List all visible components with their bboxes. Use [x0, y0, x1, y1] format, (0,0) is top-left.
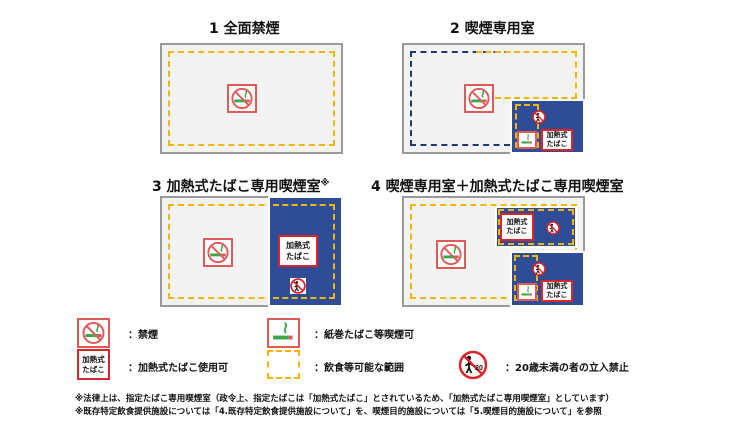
- panel-1-food-area: [168, 51, 335, 146]
- no-smoking-icon: [227, 84, 257, 113]
- panel-2-title: 2 喫煙専用室: [450, 21, 535, 37]
- legend-cigarette-icon: [267, 318, 300, 348]
- no-smoking-icon: [436, 240, 466, 269]
- panel-4-title: 4 喫煙専用室＋加熱式たばこ専用喫煙室: [371, 179, 624, 195]
- no-under-20-icon: [532, 110, 546, 124]
- no-under-20-icon: [290, 278, 306, 294]
- legend-heated-tobacco-label: ：加熱式たばこ使用可: [128, 363, 228, 374]
- panel-4-heated-room-food-area: [498, 209, 574, 245]
- no-smoking-icon: [464, 84, 494, 113]
- panel-2-food-area: [476, 51, 577, 99]
- legend-cigarette-label: ：紙巻たばこ等喫煙可: [314, 330, 414, 341]
- cigarette-icon: [517, 131, 537, 149]
- panel-1-title: 1 全面禁煙: [209, 21, 280, 37]
- legend-no-under-20-icon: 20: [458, 350, 488, 380]
- heated-tobacco-sign: 加熱式たばこ: [278, 235, 318, 267]
- legend-no-smoking-label: ：禁煙: [128, 330, 158, 341]
- heated-tobacco-sign: 加熱式たばこ: [500, 213, 534, 241]
- legend-heated-tobacco-sign: 加熱式たばこ: [77, 349, 110, 380]
- svg-text:20: 20: [475, 365, 483, 372]
- no-under-20-icon: [546, 221, 560, 235]
- panel-3-room-food-area: [273, 204, 335, 299]
- legend-no-smoking-icon: [77, 318, 110, 348]
- no-smoking-icon: [203, 238, 233, 267]
- legend-no-under-20-label: ：20歳未満の者の立入禁止: [505, 363, 629, 374]
- footnote-2: ※既存特定飲食提供施設については「4.既存特定飲食提供施設について」を、喫煙目的…: [75, 407, 602, 417]
- legend-food-area-swatch: [267, 350, 300, 379]
- heated-tobacco-sign: 加熱式たばこ: [541, 129, 573, 151]
- panel-3-title: 3 加熱式たばこ専用喫煙室※: [152, 178, 330, 195]
- no-under-20-icon: [532, 262, 546, 276]
- panel-2-service-area: [410, 51, 510, 146]
- heated-tobacco-sign: 加熱式たばこ: [541, 280, 573, 302]
- footnote-1: ※法律上は、指定たばこ専用喫煙室（政令上、指定たばこは「加熱式たばこ」とされてい…: [75, 394, 615, 404]
- legend-food-area-label: ：飲食等可能な範囲: [314, 363, 404, 374]
- cigarette-icon: [517, 283, 537, 301]
